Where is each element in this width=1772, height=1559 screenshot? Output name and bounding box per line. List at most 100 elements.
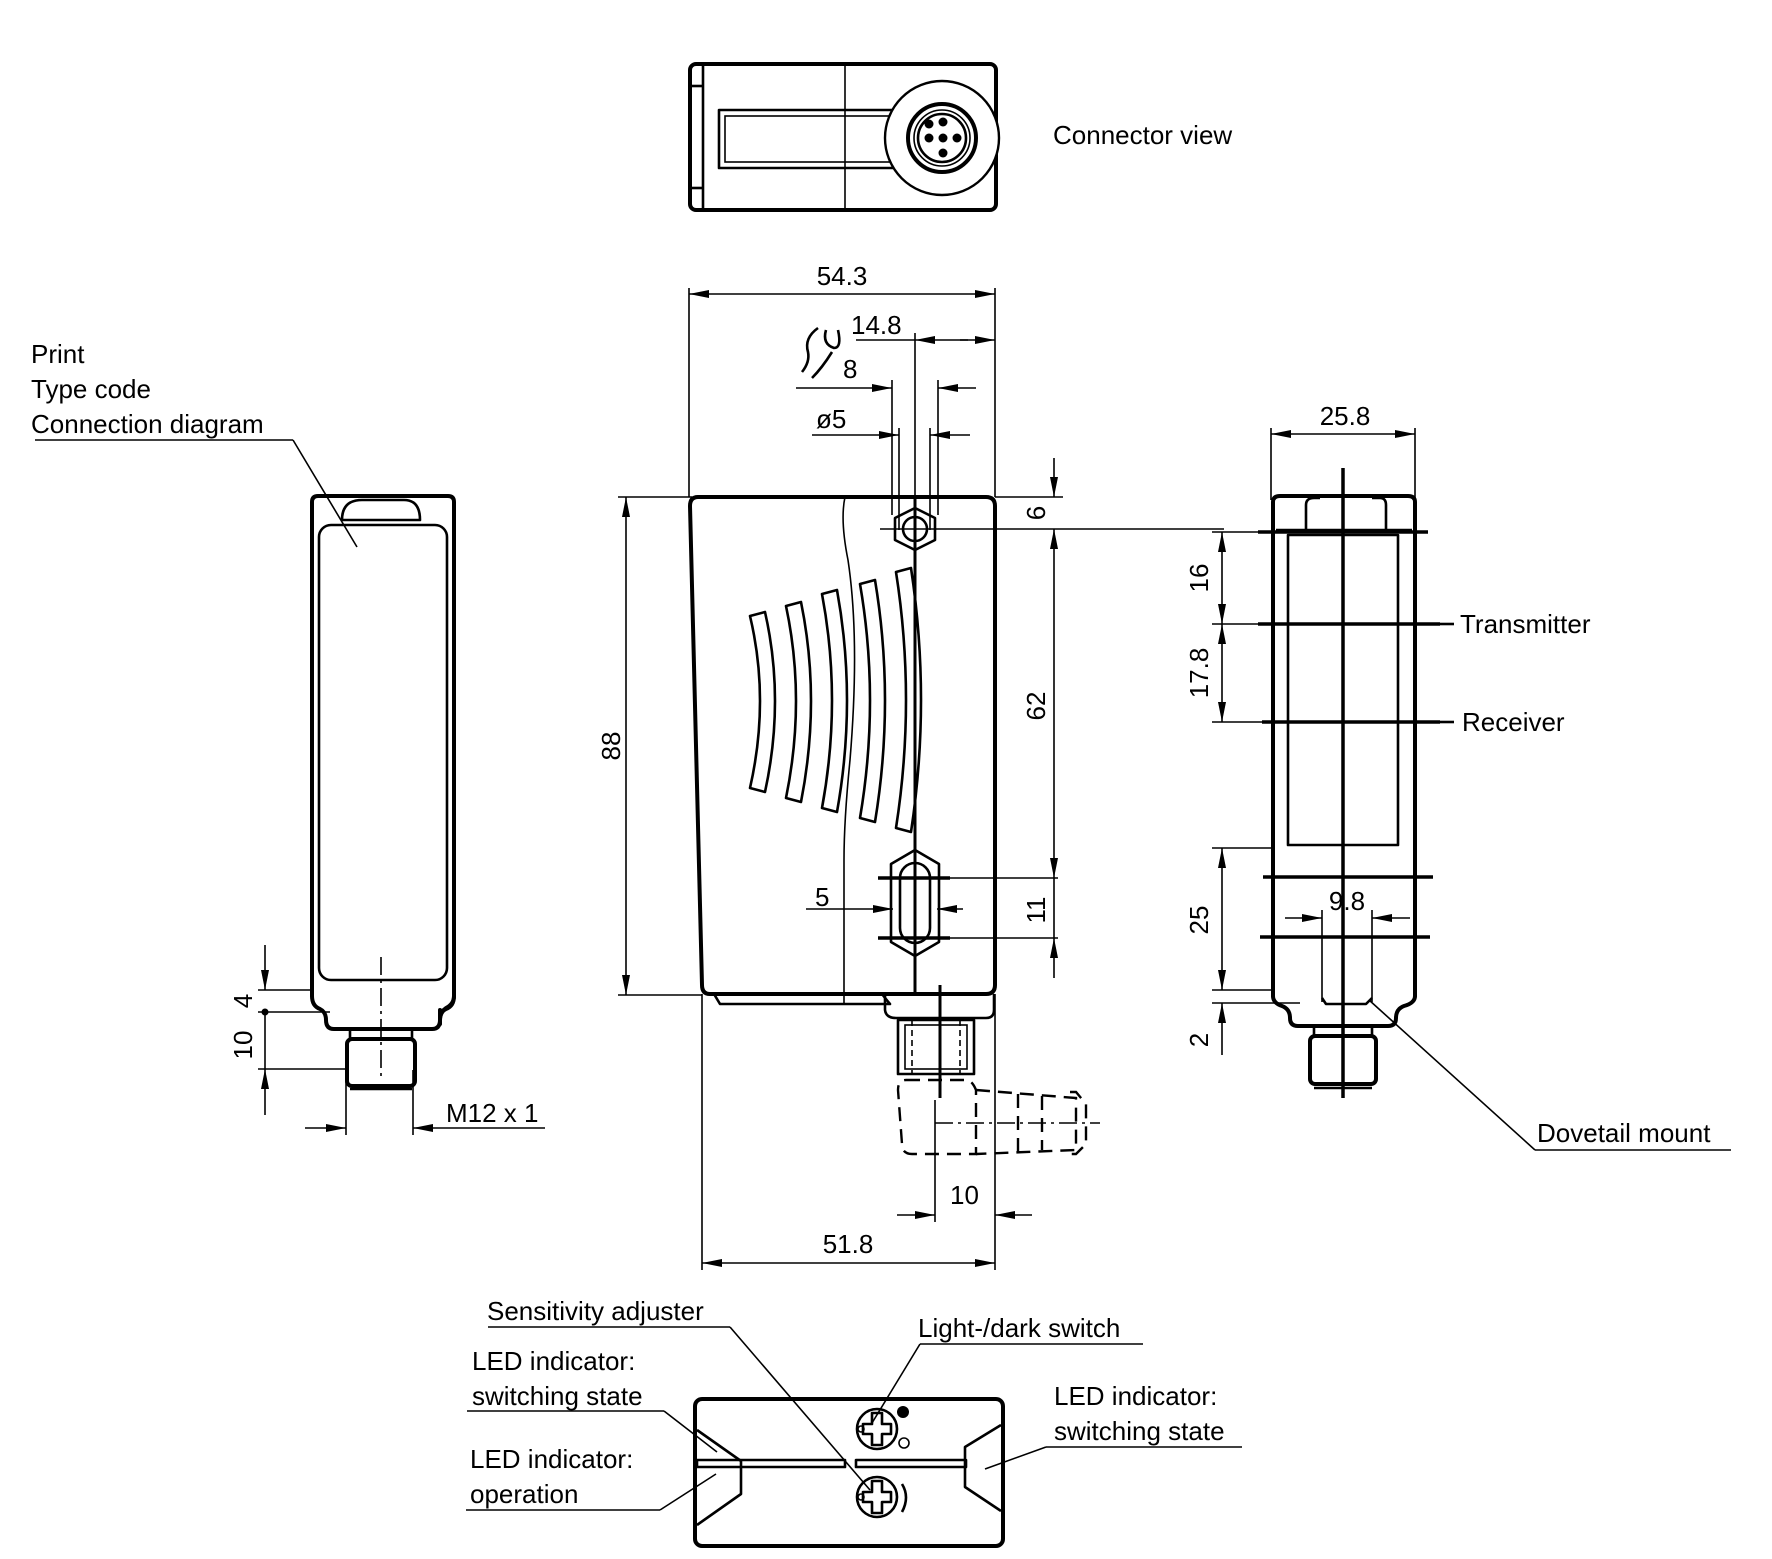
dim-connector-offset: 10 bbox=[950, 1180, 979, 1210]
light-pipe-right bbox=[854, 1458, 968, 1469]
wave bbox=[820, 588, 849, 814]
dark-indicator-icon bbox=[897, 1406, 909, 1418]
left-view: Print Type code Connection diagram 4 10 … bbox=[31, 339, 545, 1135]
dim-tx-rx-spacing: 17.8 bbox=[1184, 648, 1214, 699]
dim-hole-offset: 14.8 bbox=[851, 310, 902, 340]
dim-thread: M12 x 1 bbox=[446, 1098, 539, 1128]
left-view-base bbox=[310, 994, 456, 1031]
window-frame bbox=[717, 108, 911, 170]
adjuster-ring bbox=[855, 1475, 899, 1519]
side-m12-connector bbox=[1308, 1034, 1378, 1086]
wave bbox=[894, 566, 923, 834]
mounting-slot-hex bbox=[889, 848, 941, 958]
led-switching-left-label-1: LED indicator: bbox=[472, 1346, 635, 1376]
pin bbox=[952, 133, 962, 143]
sensitivity-label: Sensitivity adjuster bbox=[487, 1296, 704, 1326]
wave bbox=[784, 600, 813, 804]
connector-view: Connector view bbox=[688, 62, 1232, 212]
led-switching-left-leader bbox=[663, 1410, 718, 1453]
screw-slot-icon bbox=[861, 1479, 893, 1515]
led-switching-right-label-1: LED indicator: bbox=[1054, 1381, 1217, 1411]
dim-dot bbox=[261, 1008, 269, 1016]
connector-nut bbox=[896, 1018, 976, 1076]
pin bbox=[938, 133, 948, 143]
pin bbox=[938, 148, 948, 158]
type-code-label: Type code bbox=[31, 374, 151, 404]
dovetail-leader bbox=[1368, 999, 1536, 1151]
dovetail-groove bbox=[1320, 997, 1373, 1006]
sensitivity-adjuster[interactable] bbox=[855, 1475, 908, 1519]
side-view: 25.8 Transmitter Receiver 16 17.8 25 9.8 bbox=[1184, 401, 1731, 1151]
light-dark-label: Light-/dark switch bbox=[918, 1313, 1120, 1343]
light-indicator-icon bbox=[898, 1437, 910, 1449]
light-dark-leader bbox=[871, 1343, 921, 1424]
wrench-icon bbox=[800, 326, 841, 379]
dim-hole-diameter: ø5 bbox=[816, 404, 846, 434]
light-waves-icon bbox=[748, 566, 923, 834]
dovetail-label: Dovetail mount bbox=[1537, 1118, 1711, 1148]
led-operation-label-2: operation bbox=[470, 1479, 578, 1509]
mounting-slot bbox=[898, 861, 932, 945]
led-switching-left-label-2: switching state bbox=[472, 1381, 643, 1411]
connector-socket-ring bbox=[913, 109, 971, 167]
dim-dovetail-width: 9.8 bbox=[1329, 886, 1365, 916]
window-inner bbox=[724, 115, 904, 163]
switch-marker bbox=[857, 1425, 865, 1433]
dim-wrench-size: 8 bbox=[843, 354, 857, 384]
label-area bbox=[317, 523, 449, 982]
dim-top-hole-offset: 6 bbox=[1021, 506, 1051, 520]
angled-plug-cable bbox=[975, 1088, 1078, 1156]
top-view: Sensitivity adjuster Light-/dark switch … bbox=[466, 1296, 1242, 1548]
led-switching-state-left bbox=[696, 1428, 743, 1527]
left-view-housing bbox=[310, 494, 456, 1026]
led-switching-right-label-2: switching state bbox=[1054, 1416, 1225, 1446]
top-view-housing bbox=[693, 1397, 1005, 1548]
pin bbox=[938, 117, 948, 127]
connector-view-label: Connector view bbox=[1053, 120, 1232, 150]
dim-slot-length: 11 bbox=[1021, 897, 1051, 924]
sensitivity-leader bbox=[729, 1326, 871, 1491]
lens-contour bbox=[842, 496, 856, 1004]
screw-slot-icon bbox=[861, 1411, 893, 1447]
led-switching-state-right bbox=[963, 1423, 1002, 1513]
wave bbox=[748, 610, 777, 794]
pin bbox=[924, 133, 934, 143]
receiver-label: Receiver bbox=[1462, 707, 1565, 737]
top-cap bbox=[1304, 496, 1388, 532]
light-dark-switch[interactable] bbox=[855, 1406, 910, 1451]
dim-height: 88 bbox=[596, 732, 626, 761]
connector-nut-inner bbox=[904, 1024, 968, 1070]
dim-bottom-section: 25 bbox=[1184, 906, 1214, 935]
dovetail-edge bbox=[712, 993, 892, 1006]
dim-hole-spacing: 62 bbox=[1021, 692, 1051, 721]
adjuster-marker bbox=[857, 1493, 865, 1501]
switch-ring bbox=[855, 1407, 899, 1451]
sensitivity-arc-icon bbox=[900, 1483, 908, 1513]
led-switching-right-leader bbox=[984, 1446, 1047, 1470]
wave bbox=[858, 578, 887, 824]
plug-end bbox=[1070, 1090, 1088, 1156]
led-operation-leader bbox=[659, 1473, 717, 1511]
pin bbox=[924, 119, 934, 129]
light-pipe-left bbox=[695, 1458, 847, 1469]
connector-socket-inner bbox=[916, 112, 968, 164]
dim-dovetail-depth: 2 bbox=[1184, 1033, 1214, 1047]
connector-pins bbox=[924, 117, 962, 158]
connector-socket-outer bbox=[906, 102, 978, 174]
dim-base-width: 51.8 bbox=[823, 1229, 874, 1259]
dim-connector-length: 10 bbox=[228, 1031, 258, 1060]
transmitter-label: Transmitter bbox=[1460, 609, 1591, 639]
dim-side-width: 25.8 bbox=[1320, 401, 1371, 431]
led-operation-label-1: LED indicator: bbox=[470, 1444, 633, 1474]
label-tab bbox=[340, 498, 422, 522]
print-label: Print bbox=[31, 339, 85, 369]
dim-transmitter-offset: 16 bbox=[1184, 564, 1214, 593]
m12-connector bbox=[345, 1037, 417, 1088]
dim-overall-width: 54.3 bbox=[817, 261, 868, 291]
connection-diagram-label: Connection diagram bbox=[31, 409, 264, 439]
front-view: 54.3 14.8 8 ø5 bbox=[596, 261, 1224, 1270]
mounting-hole-hex bbox=[893, 506, 937, 552]
front-view-housing bbox=[688, 495, 997, 996]
dim-slot-width: 5 bbox=[815, 882, 829, 912]
